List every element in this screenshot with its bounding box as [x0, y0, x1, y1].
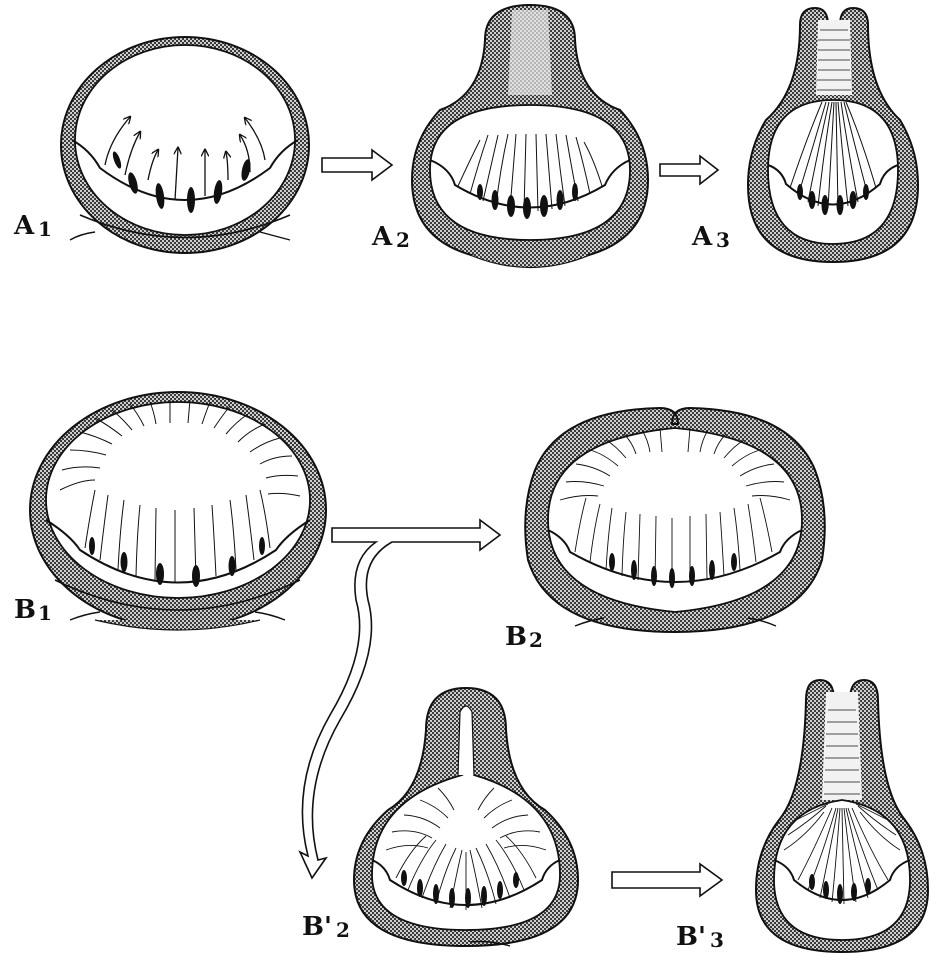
label-A2: A — [371, 222, 393, 252]
label-B2-prime-sub: 2 — [336, 918, 350, 942]
label-B1: B — [14, 595, 36, 625]
label-A3: A — [691, 222, 713, 252]
arrow-A1-A2 — [322, 150, 392, 180]
ovule-A2: A 2 — [371, 5, 648, 268]
label-A1-sub: 1 — [38, 217, 52, 241]
arrow-B2p-B3p — [612, 864, 722, 896]
label-B2-sub: 2 — [529, 628, 543, 652]
ovule-B3-prime: B' 3 — [676, 680, 928, 952]
ovule-B1: B 1 — [14, 392, 326, 630]
label-B1-sub: 1 — [38, 601, 52, 625]
label-A3-sub: 3 — [716, 228, 730, 252]
ovule-B2-prime: B' 2 — [302, 688, 578, 946]
ovule-A1: A 1 — [13, 37, 309, 253]
label-A1: A — [13, 211, 35, 241]
label-A2-sub: 2 — [396, 228, 410, 252]
ovule-A3: A 3 — [691, 8, 918, 262]
label-B3-prime-sub: 3 — [710, 928, 724, 952]
label-B2: B — [505, 622, 527, 652]
ovule-B2: B 2 — [505, 408, 825, 652]
label-B2-prime: B' — [302, 912, 332, 942]
arrow-A2-A3 — [660, 156, 718, 184]
label-B3-prime: B' — [676, 922, 706, 952]
